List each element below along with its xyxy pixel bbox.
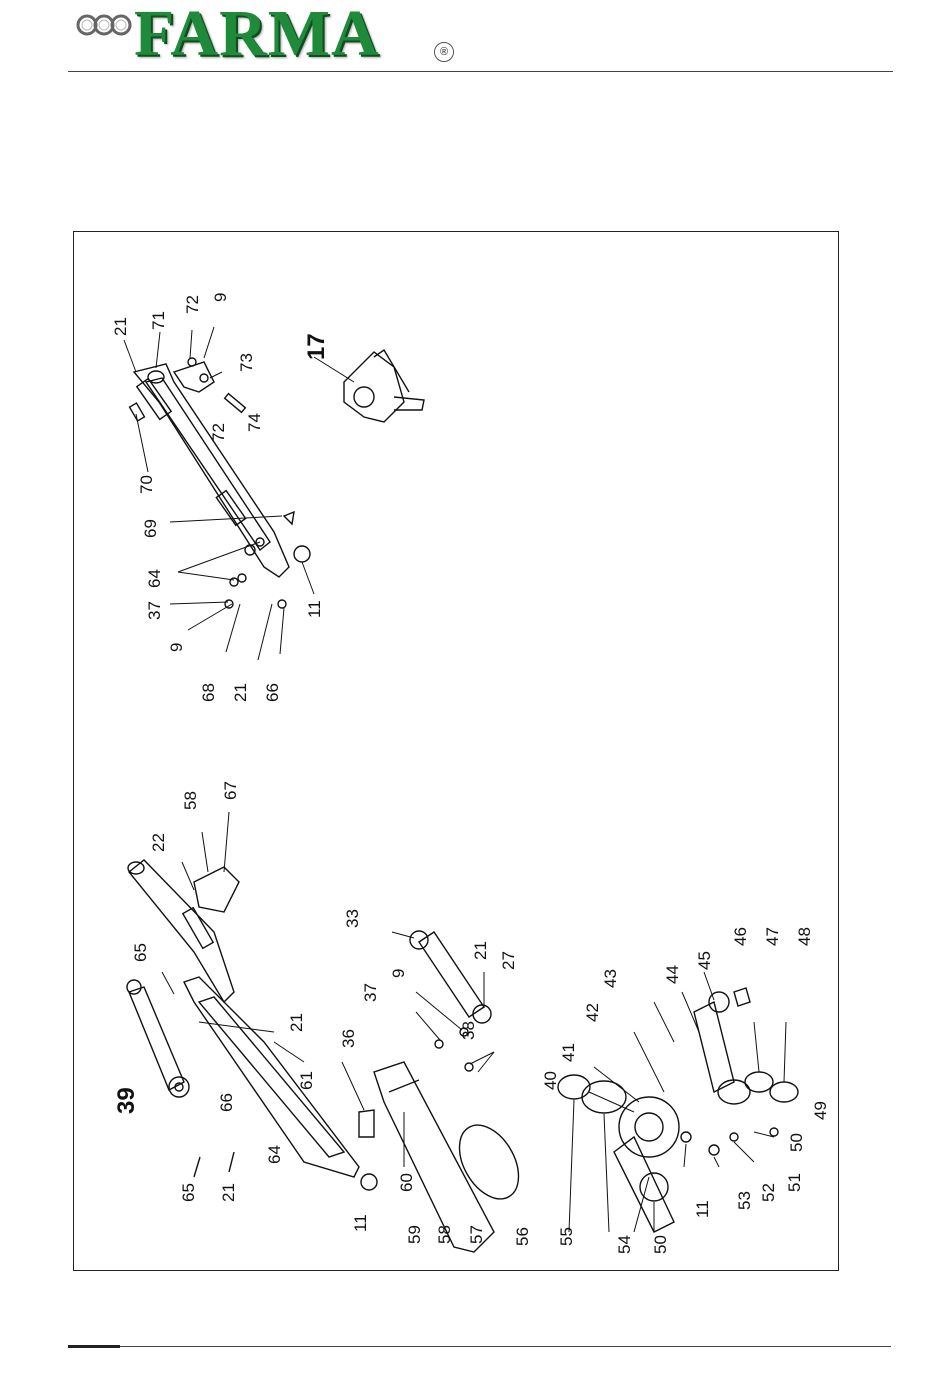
- label-upper-8: 69: [141, 519, 160, 538]
- label-lower-31: 46: [731, 927, 750, 946]
- label-lower-18: 38: [459, 1021, 478, 1040]
- label-lower-4: 21: [287, 1013, 306, 1032]
- label-lower-6: 66: [217, 1093, 236, 1112]
- registered-mark: ®: [434, 42, 454, 62]
- label-lower-16: 21: [471, 941, 490, 960]
- label-lower-37: 52: [759, 1183, 778, 1202]
- label-upper-0: 21: [111, 317, 130, 336]
- label-lower-36: 51: [785, 1173, 804, 1192]
- label-lower-42: 50: [651, 1235, 670, 1254]
- brand-name: FARMA: [134, 1, 380, 67]
- label-lower-14: 9: [389, 969, 408, 978]
- label-lower-11: 36: [339, 1029, 358, 1048]
- label-lower-26: 41: [559, 1043, 578, 1062]
- label-lower-23: 56: [513, 1227, 532, 1246]
- footer-divider: [68, 1346, 891, 1347]
- label-lower-38: 53: [735, 1191, 754, 1210]
- label-lower-24: 55: [557, 1227, 576, 1246]
- label-lower-21: 58: [435, 1225, 454, 1244]
- label-lower-29: 44: [663, 965, 682, 984]
- label-lower-33: 48: [795, 927, 814, 946]
- label-upper-5: 72: [209, 423, 228, 442]
- label-lower-2: 67: [221, 781, 240, 800]
- label-lower-30: 45: [695, 951, 714, 970]
- label-lower-12: 11: [351, 1214, 370, 1232]
- label-upper-3: 9: [211, 293, 230, 302]
- farma-logo-icon: [76, 10, 132, 40]
- label-lower-3: 65: [131, 943, 150, 962]
- label-upper-16: 17: [303, 333, 330, 360]
- label-lower-39: 11: [693, 1200, 712, 1218]
- diagram-frame: 21 71 72 9 73 72 74 70 69 64 37 9 68 21 …: [73, 231, 839, 1271]
- page-header: FARMA ®: [0, 0, 950, 80]
- label-upper-2: 72: [183, 295, 202, 314]
- label-lower-1: 58: [181, 791, 200, 810]
- label-lower-7: 65: [179, 1183, 198, 1202]
- label-upper-13: 21: [231, 683, 250, 702]
- label-lower-35: 50: [787, 1133, 806, 1152]
- label-upper-4: 73: [237, 353, 256, 372]
- label-lower-8: 21: [219, 1183, 238, 1202]
- label-lower-25: 40: [541, 1071, 560, 1090]
- label-upper-10: 37: [145, 601, 164, 620]
- label-lower-27: 42: [583, 1003, 602, 1022]
- footer-accent-bar: [68, 1345, 120, 1348]
- label-lower-32: 47: [763, 927, 782, 946]
- label-upper-14: 66: [263, 683, 282, 702]
- label-upper-1: 71: [149, 311, 168, 330]
- label-upper-6: 74: [245, 413, 264, 432]
- label-upper-15: 11: [305, 600, 324, 618]
- header-divider: [68, 71, 893, 72]
- label-lower-20: 59: [405, 1225, 424, 1244]
- label-upper-12: 68: [199, 683, 218, 702]
- upper-lift-arm-assembly: [124, 327, 424, 660]
- label-lower-0: 22: [149, 833, 168, 852]
- label-lower-17: 27: [499, 951, 518, 970]
- lower-part-numbers: 22 58 67 65 21 39 66 65 21 64 61 36 11 3…: [113, 781, 830, 1272]
- label-upper-11: 9: [167, 643, 186, 652]
- upper-part-numbers: 21 71 72 9 73 72 74 70 69 64 37 9 68 21 …: [111, 293, 330, 702]
- label-lower-13: 33: [343, 909, 362, 928]
- label-upper-9: 64: [145, 569, 164, 588]
- exploded-parts-diagram: 21 71 72 9 73 72 74 70 69 64 37 9 68 21 …: [74, 232, 840, 1272]
- label-lower-22: 57: [467, 1225, 486, 1244]
- label-lower-5: 39: [113, 1087, 140, 1114]
- label-lower-9: 64: [265, 1145, 284, 1164]
- label-lower-15: 37: [361, 983, 380, 1002]
- label-upper-7: 70: [137, 475, 156, 494]
- label-lower-19: 60: [397, 1173, 416, 1192]
- label-lower-10: 61: [297, 1071, 316, 1090]
- label-lower-28: 43: [601, 969, 620, 988]
- label-lower-40: 54: [615, 1235, 634, 1254]
- label-lower-34: 49: [811, 1101, 830, 1120]
